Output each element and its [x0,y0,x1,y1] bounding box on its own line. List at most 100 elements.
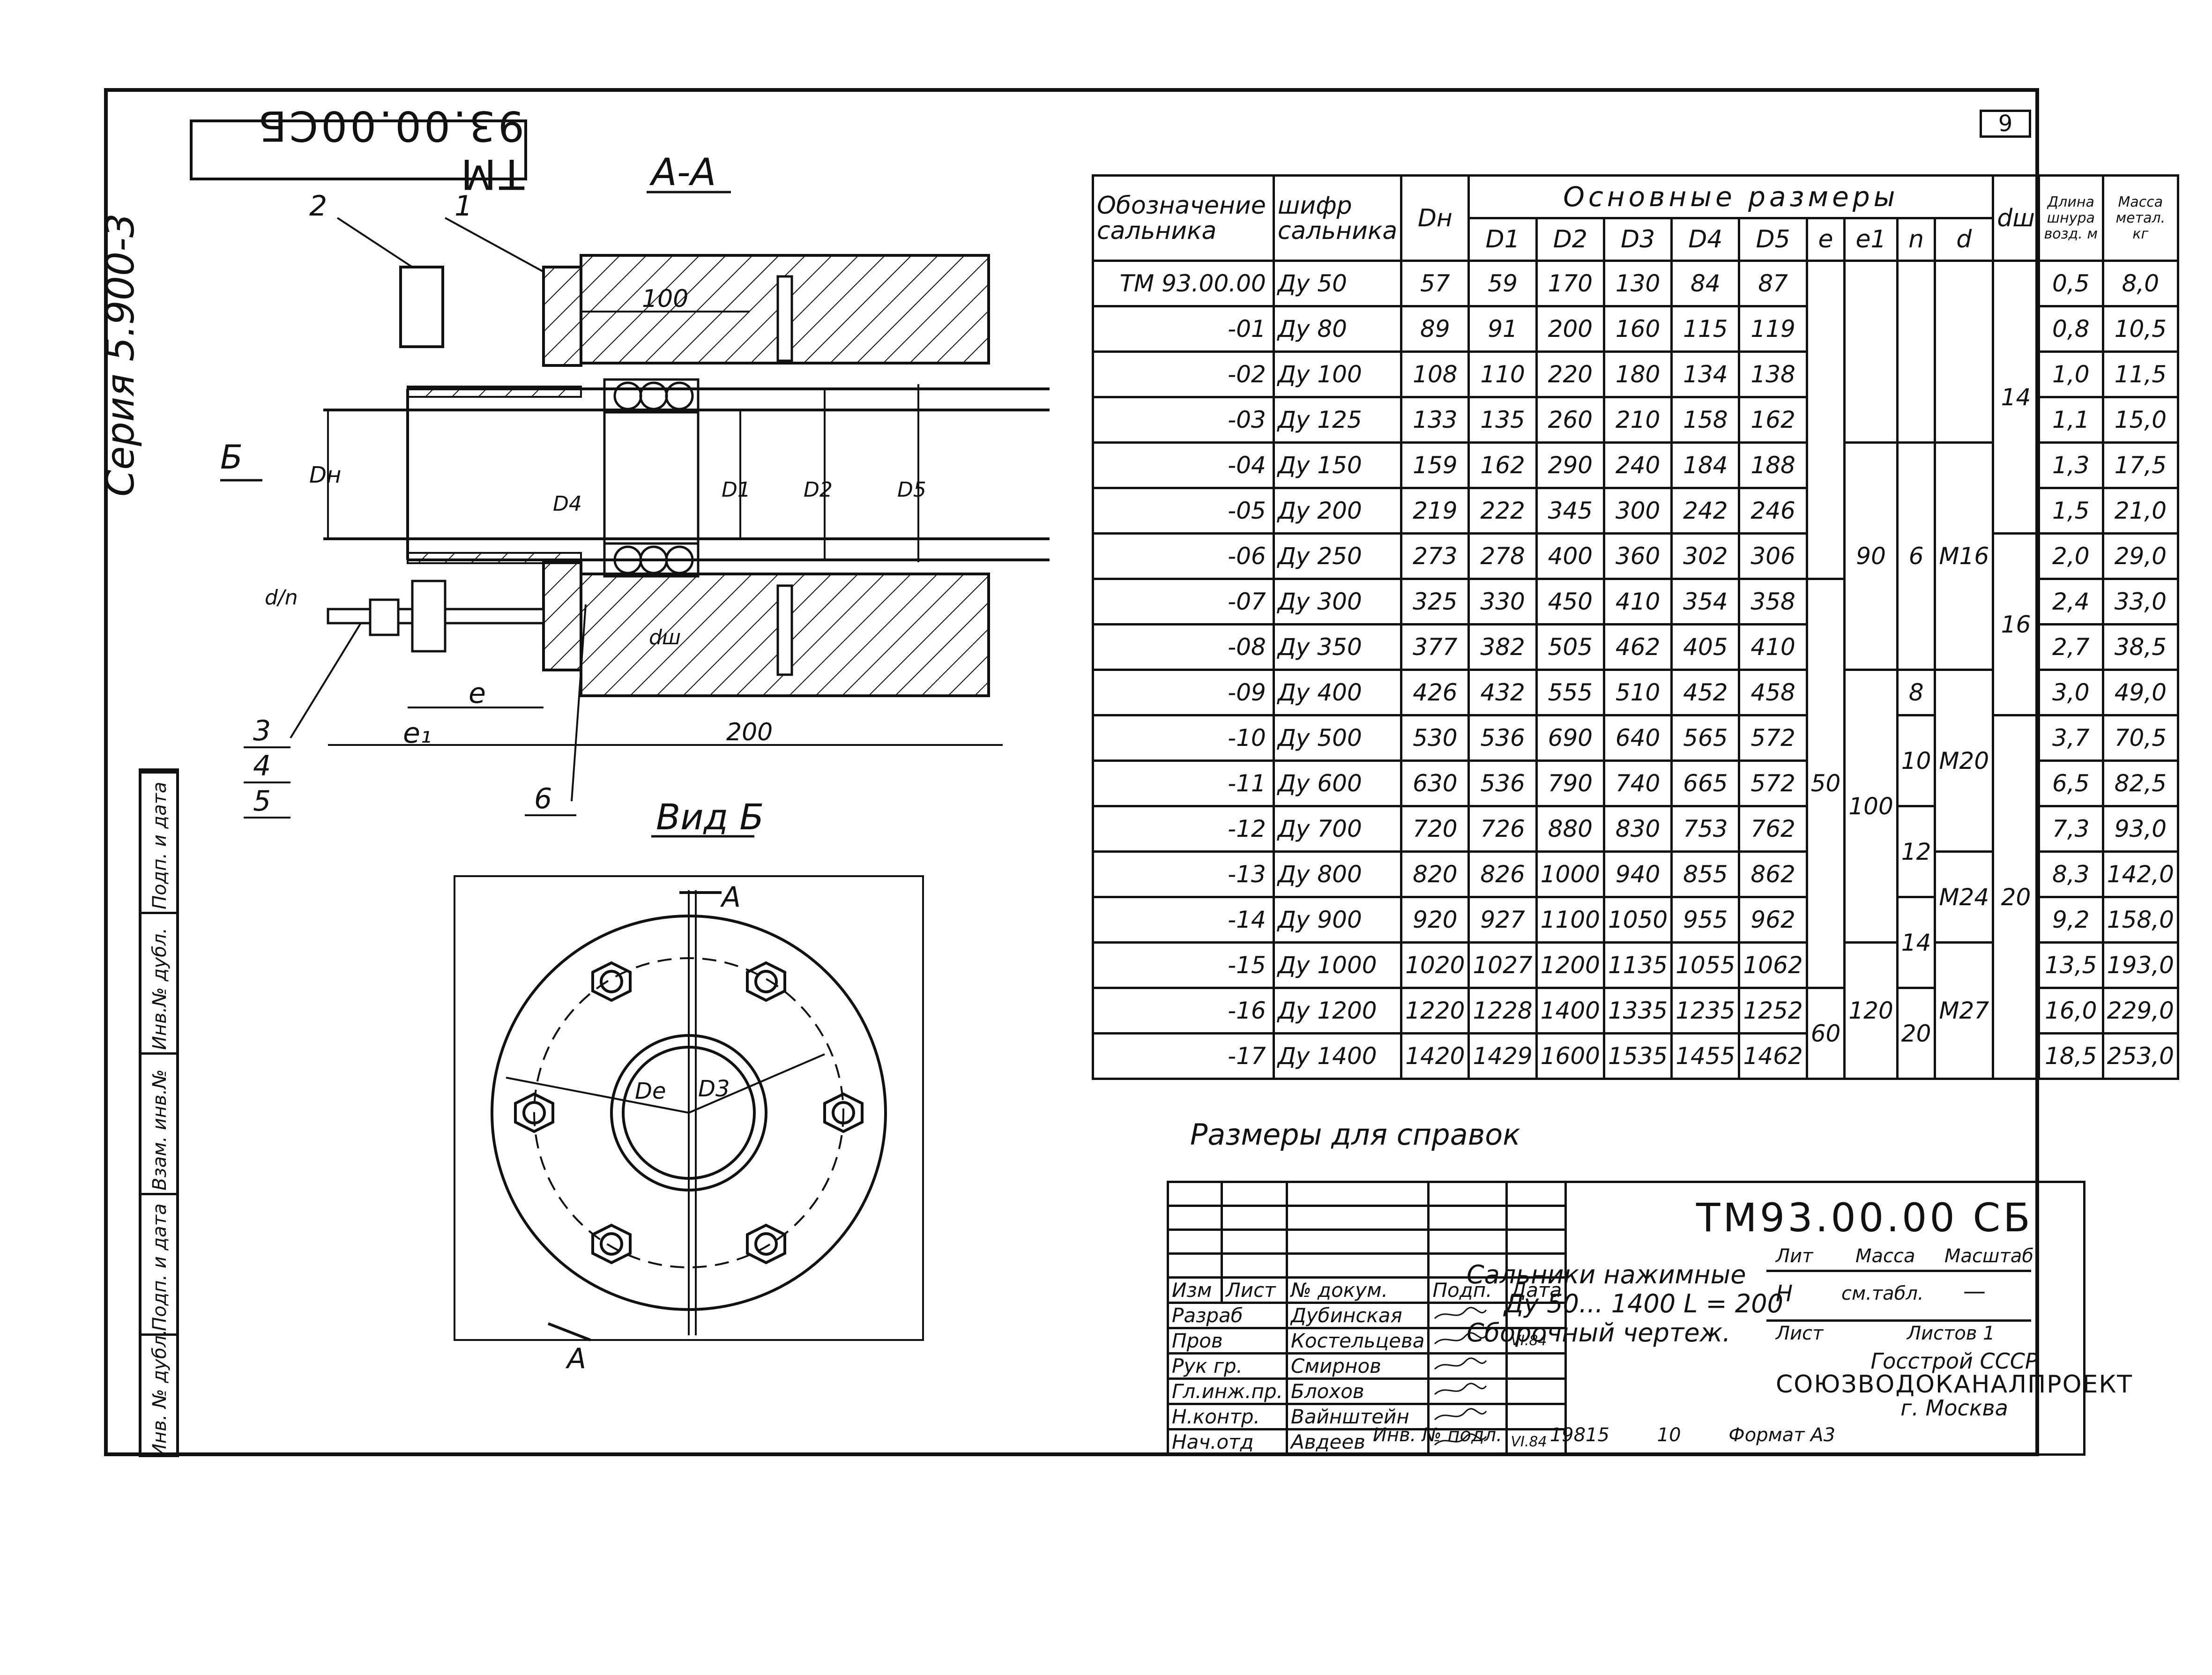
table-cell: 1535 [1602,1032,1673,1080]
bolt-nut-icon [591,1223,632,1265]
callout-2: 2 [309,190,327,223]
col-header-n: n [1896,217,1936,262]
scale-label: Масштаб [1944,1245,2034,1267]
table-cell: 536 [1467,714,1538,762]
title-line: Сальники нажимные [1467,1260,1746,1289]
table-cell: Ду 500 [1272,714,1403,762]
table-cell: 820 [1400,850,1470,898]
table-cell: 119 [1738,305,1808,353]
table-cell: 630 [1400,759,1470,807]
arrow-a-label: А [565,1342,586,1375]
table-cell: 940 [1602,850,1673,898]
col-header-main-dims: Основные размеры [1467,174,1995,219]
dim-d4: D4 [553,492,582,516]
table-cell: 7,3 [2037,805,2104,853]
table-cell: 1235 [1670,987,1741,1035]
col-header-dn: Dн [1400,174,1470,262]
person-role: Нач.отд [1166,1428,1288,1456]
signature-icon [1434,1332,1487,1345]
sheet-number: 9 [1980,110,2031,138]
sidebar-stamp: Подп. и дата Инв.№ дубл. Взам. инв.№ Под… [139,768,179,1460]
signature-icon [1434,1383,1487,1395]
table-cell: 1,3 [2037,441,2104,489]
table-cell: 13,5 [2037,941,2104,989]
lit-value: Н [1776,1280,1793,1307]
table-cell: -10 [1092,714,1275,762]
sheet-label: Лист [1776,1323,1824,1344]
bolt-nut-icon [591,961,632,1002]
table-cell: 920 [1400,896,1470,944]
wall-section [580,254,990,697]
table-cell: 572 [1738,714,1808,762]
sidebar-cell: Подп. и дата [142,1193,176,1333]
table-cell: ТМ 93.00.00 [1092,260,1275,307]
table-cell: 565 [1670,714,1741,762]
table-cell: 70,5 [2101,714,2179,762]
table-cell-merged: 20 [1896,987,1936,1080]
table-cell: -01 [1092,305,1275,353]
table-cell: -14 [1092,896,1275,944]
table-cell: 33,0 [2101,578,2179,625]
table-cell: 377 [1400,623,1470,671]
sheets-label: Листов 1 [1907,1323,1995,1344]
sidebar-cell: Инв.№ дубл. [142,912,176,1052]
stud-bolt [327,580,545,653]
table-cell: 1,5 [2037,487,2104,535]
date-cell [1505,1377,1567,1405]
table-cell: 358 [1738,578,1808,625]
sidebar-cell: Инв. № дубл. [142,1329,176,1460]
table-cell: 134 [1670,350,1741,398]
person-role: Разраб [1166,1302,1288,1329]
table-cell: 290 [1535,441,1605,489]
table-cell: Ду 900 [1272,896,1403,944]
title-line: Ду 50... 1400 L = 200 [1504,1289,1784,1318]
bolt-nut-icon [514,1092,554,1133]
reference-note: Размеры для справок [1190,1117,1520,1152]
table-cell: 240 [1602,441,1673,489]
signature-cell [1427,1377,1508,1405]
col-header-cipher: шифр сальника [1272,174,1403,262]
col-header-d5: D5 [1738,217,1808,262]
table-cell-merged: 120 [1843,941,1899,1080]
dim-d3: D3 [698,1076,730,1102]
table-cell: 49,0 [2101,669,2179,716]
table-cell: Ду 1000 [1272,941,1403,989]
person-role: Рук гр. [1166,1352,1288,1380]
table-cell: 1252 [1738,987,1808,1035]
table-cell: 1020 [1400,941,1470,989]
table-cell: 8,0 [2101,260,2179,307]
person-name: Блохов [1286,1377,1430,1405]
lit-mass-scale: Лит Масса Масштаб Н см.табл. — Лист Лист… [1766,1245,2034,1344]
dim-d-over-n: d/n [265,586,298,610]
table-cell: 93,0 [2101,805,2179,853]
table-cell: -09 [1092,669,1275,716]
org-main: СОЮЗВОДОКАНАЛПРОЕКТ [1776,1370,2133,1399]
title-block-person-row: Рук гр.Смирнов [1166,1352,2086,1380]
org-top: Госстрой СССР [1870,1348,2038,1374]
footer-text: 19815 [1549,1424,1609,1446]
table-cell-merged: 50 [1805,578,1846,989]
table-cell: 1228 [1467,987,1538,1035]
table-cell: 82,5 [2101,759,2179,807]
packing-rings [603,378,700,578]
table-cell: 462 [1602,623,1673,671]
title-block-person-row: Гл.инж.пр.Блохов [1166,1377,2086,1405]
table-cell: 450 [1535,578,1605,625]
table-cell: 1050 [1602,896,1673,944]
signature-icon [1434,1357,1487,1370]
footer-text: 10 [1657,1424,1681,1446]
table-cell: 180 [1602,350,1673,398]
col-header-e1: е1 [1843,217,1899,262]
dim-dn: Dн [309,462,341,488]
section-label: А-А [649,150,716,194]
dim-d1: D1 [722,478,751,502]
table-cell: -16 [1092,987,1275,1035]
table-cell: -06 [1092,532,1275,580]
table-cell: 159 [1400,441,1470,489]
date-cell [1505,1302,1567,1329]
